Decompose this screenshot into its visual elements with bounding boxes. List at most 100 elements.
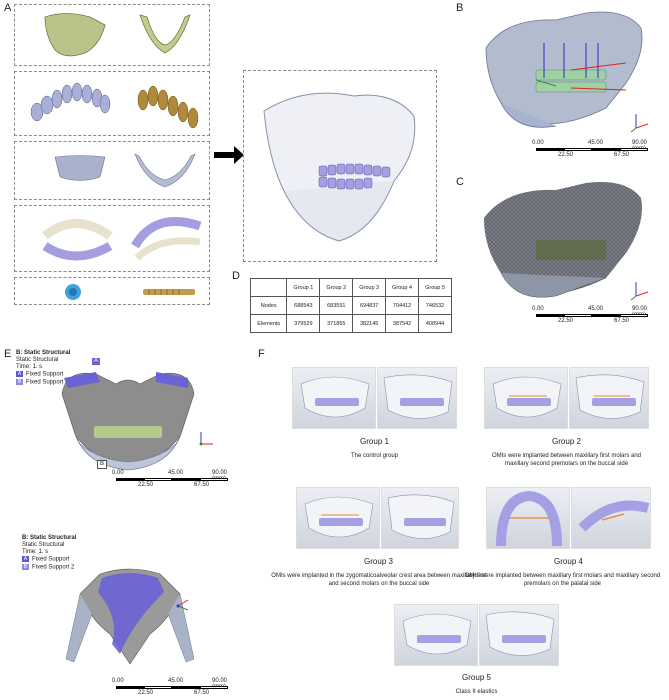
group3-model-front-image: [296, 487, 380, 549]
skull-model-with-implants-icon: [485, 11, 643, 128]
table-cell: 408944: [418, 314, 452, 333]
group1-title: Group 1: [360, 437, 389, 446]
legend-swatch: A: [22, 556, 29, 562]
support-marker-a: A: [92, 358, 101, 365]
scale-tick-label: 0.00: [532, 140, 544, 146]
scale-bar-e-top: 0.00 45.00 90.00 (mm) 22.50 67.50: [110, 470, 240, 492]
skull-bone-icon: [44, 13, 191, 57]
scale-tick-label: 45.00: [588, 140, 604, 146]
scale-tick-label: 22.50: [138, 690, 154, 696]
axis-triad-icon: [630, 114, 649, 133]
legend-swatch: A: [16, 371, 23, 377]
scale-tick-label: 22.50: [558, 152, 574, 158]
arrow-right-icon: [214, 146, 244, 164]
group4-model-palatal-image: [571, 487, 651, 549]
group1-model-side-image: [377, 367, 457, 429]
teeth-icon: [30, 82, 199, 129]
meshed-skull-model-icon: [484, 182, 642, 298]
group5-description: Class II elastics: [455, 689, 498, 695]
panel-a-assembled-model-box: [243, 70, 437, 262]
scale-tick-label: 67.50: [194, 690, 210, 696]
legend-label: Fixed Support: [32, 556, 70, 563]
fixed-support-skull-front-icon: [61, 372, 195, 471]
panel-label-c: C: [456, 176, 464, 188]
scale-bar-b: 0.00 45.00 90.00 (mm) 22.50 67.50: [530, 140, 660, 162]
group4-title: Group 4: [554, 557, 583, 566]
implant-icon: [65, 284, 195, 300]
panel-a-box-teeth: [14, 71, 210, 136]
table-cell: Nodes: [249, 296, 288, 315]
scale-tick-label: 45.00: [168, 678, 184, 684]
panel-a-box-arches: [14, 205, 210, 272]
info-line: Static Structural: [22, 542, 65, 548]
panel-e-bottom-info: B: Static Structural Static Structural T…: [22, 535, 132, 571]
table-header-cell: [249, 278, 288, 297]
info-title: B: Static Structural: [22, 535, 77, 541]
info-line: Time: 1. s: [16, 364, 43, 370]
group3-title: Group 3: [364, 557, 393, 566]
table-cell: 746532: [418, 296, 452, 315]
table-cell: 688543: [286, 296, 321, 315]
legend-swatch: B: [16, 378, 23, 385]
panel-label-d: D: [232, 270, 240, 282]
legend-label: Fixed Support 2: [32, 564, 75, 571]
panel-label-b: B: [456, 2, 464, 14]
group2-model-side-image: [569, 367, 649, 429]
group5-title: Group 5: [462, 673, 491, 682]
scale-tick-label: 45.00: [168, 470, 184, 476]
panel-a-box-implant: [14, 277, 210, 305]
group4-model-occlusal-image: [486, 487, 570, 549]
table-cell: 382145: [352, 314, 387, 333]
table-cell: 379529: [286, 314, 321, 333]
legend-label: Fixed Support 2: [26, 379, 69, 386]
info-line: Static Structural: [16, 357, 59, 363]
legend-label: Fixed Support: [26, 371, 64, 378]
group1-model-front-image: [292, 367, 376, 429]
group1-description: The control group: [350, 453, 399, 459]
table-cell: 704412: [385, 296, 420, 315]
panel-label-e: E: [4, 348, 12, 360]
axis-triad-icon: [199, 432, 213, 446]
scale-tick-label: 22.50: [558, 318, 574, 324]
scale-bar-c: 0.00 45.00 90.00 (mm) 22.50 67.50: [530, 306, 660, 328]
dental-arch-icon: [42, 217, 202, 261]
panel-label-f: F: [258, 348, 265, 360]
panel-a-box-skull: [14, 4, 210, 66]
scale-tick-label: 0.00: [532, 306, 544, 312]
scale-tick-label: 22.50: [138, 482, 154, 488]
group2-description: OMIs were implanted between maxillary fi…: [491, 453, 642, 467]
legend-swatch: B: [22, 563, 29, 570]
table-cell: 683591: [319, 296, 354, 315]
table-header-cell: Group 3: [352, 278, 387, 297]
scale-tick-label: 0.00: [112, 678, 124, 684]
mesh-statistics-table: Group 1 Group 2 Group 3 Group 4 Group 5 …: [249, 278, 452, 333]
group3-description: OMIs were implanted in the zygomaticoalv…: [271, 573, 487, 587]
scale-tick-label: 67.50: [614, 318, 630, 324]
panel-a-box-pdl: [14, 141, 210, 200]
table-header-cell: Group 2: [319, 278, 354, 297]
table-cell: 694837: [352, 296, 387, 315]
ligament-icon: [54, 153, 196, 188]
scale-bar-e-bottom: 0.00 45.00 90.00 (mm) 22.50 67.50: [110, 678, 240, 700]
assembled-jaw-model-icon: [263, 92, 416, 242]
group4-description: OMIs were implanted between maxillary fi…: [464, 573, 661, 587]
axis-triad-icon: [630, 282, 649, 301]
info-line: Time: 1. s: [22, 549, 49, 555]
support-marker-b: B: [97, 460, 108, 469]
info-title: B: Static Structural: [16, 350, 71, 356]
table-header-row: Group 1 Group 2 Group 3 Group 4 Group 5: [249, 278, 452, 297]
table-row: Nodes 688543 683591 694837 704412 746532: [249, 296, 452, 315]
panel-e-top-info: B: Static Structural Static Structural T…: [16, 350, 126, 386]
panel-label-a: A: [4, 2, 12, 14]
table-cell: 371865: [319, 314, 354, 333]
group5-model-side-image: [479, 604, 559, 666]
group2-model-front-image: [484, 367, 568, 429]
table-cell: 387542: [385, 314, 420, 333]
table-header-cell: Group 4: [385, 278, 420, 297]
fixed-support-skull-underside-icon: [65, 568, 195, 665]
table-cell: Elements: [249, 314, 288, 333]
